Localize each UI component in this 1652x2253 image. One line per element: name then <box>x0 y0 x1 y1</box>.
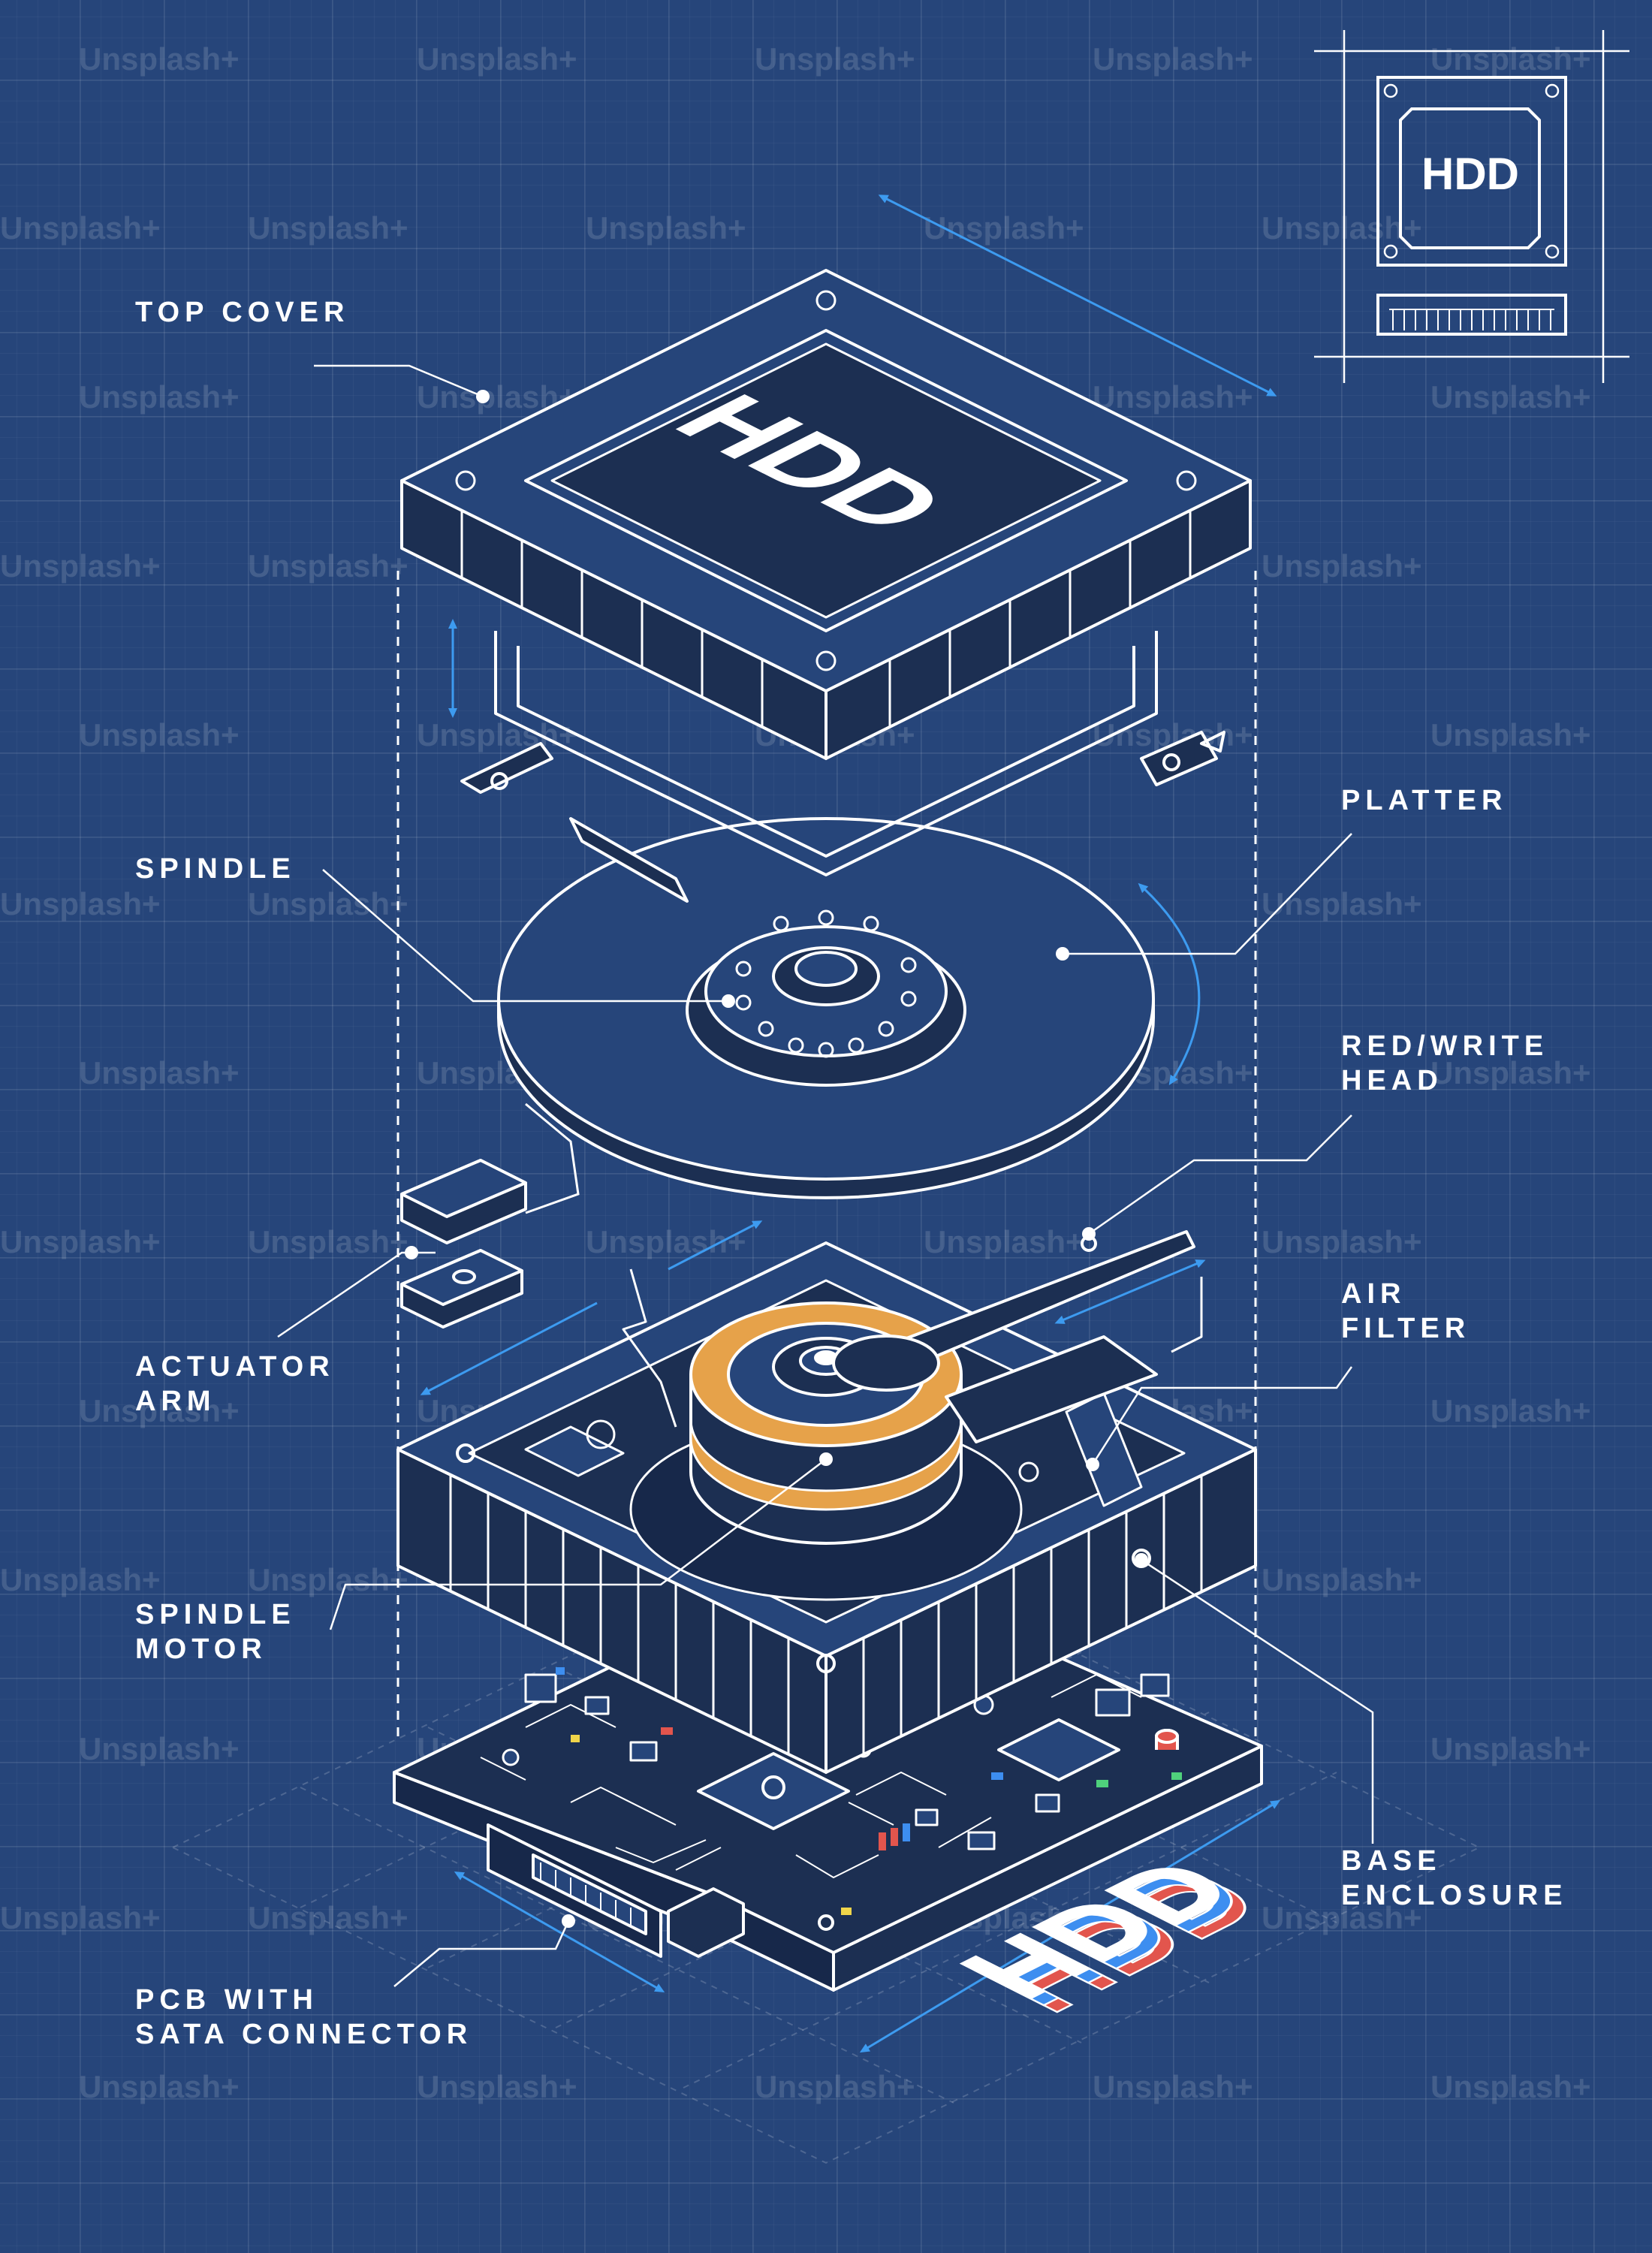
label-spindle-motor: SPINDLE MOTOR <box>135 1599 296 1665</box>
watermark-text: Unsplash+ <box>79 2069 240 2104</box>
gasket-frame <box>460 631 1225 903</box>
label-air-filter: AIR FILTER <box>1341 1278 1471 1344</box>
watermark-text: Unsplash+ <box>1430 717 1591 753</box>
label-spindle: SPINDLE <box>135 853 296 885</box>
watermark-text: Unsplash+ <box>0 1224 161 1259</box>
watermark-text: Unsplash+ <box>79 379 240 415</box>
label-read-write-head: RED/WRITE HEAD <box>1341 1030 1549 1096</box>
watermark-text: Unsplash+ <box>1430 41 1591 77</box>
watermark-text: Unsplash+ <box>1430 379 1591 415</box>
watermark-text: Unsplash+ <box>586 210 746 246</box>
leader-lines <box>277 364 1374 1987</box>
watermark-text: Unsplash+ <box>1262 1900 1422 1935</box>
watermark-text: Unsplash+ <box>0 548 161 584</box>
watermark-text: Unsplash+ <box>248 1224 408 1259</box>
watermark-text: Unsplash+ <box>1262 210 1422 246</box>
watermark-text: Unsplash+ <box>248 1562 408 1597</box>
dimension-arrows <box>420 195 1281 2053</box>
watermark-text: Unsplash+ <box>79 717 240 753</box>
watermark-text: Unsplash+ <box>1430 1055 1591 1090</box>
watermark-text: Unsplash+ <box>1430 1393 1591 1428</box>
top-cover: HDD <box>400 269 1252 760</box>
blueprint-thumbnail: HDD <box>1314 30 1629 383</box>
watermark-text: Unsplash+ <box>755 41 915 77</box>
watermark-text: Unsplash+ <box>79 41 240 77</box>
label-top-cover: TOP COVER <box>135 297 350 328</box>
watermark-text: Unsplash+ <box>1262 1562 1422 1597</box>
watermark-text: Unsplash+ <box>79 1393 240 1428</box>
watermark-text: Unsplash+ <box>755 2069 915 2104</box>
watermark-text: Unsplash+ <box>1262 548 1422 584</box>
watermark-text: Unsplash+ <box>248 548 408 584</box>
watermark-text: Unsplash+ <box>1430 1731 1591 1766</box>
actuator-arm-parts <box>400 1159 527 1329</box>
label-pcb: PCB WITH SATA CONNECTOR <box>135 1984 473 2050</box>
watermark-text: Unsplash+ <box>1093 2069 1253 2104</box>
spindle-hub <box>686 909 966 1087</box>
watermark-text: Unsplash+ <box>0 886 161 921</box>
watermark-text: Unsplash+ <box>0 1900 161 1935</box>
watermark-text: Unsplash+ <box>248 210 408 246</box>
watermark-text: Unsplash+ <box>1093 41 1253 77</box>
watermark-text: Unsplash+ <box>417 2069 577 2104</box>
watermark-text: Unsplash+ <box>924 1224 1084 1259</box>
label-base-enclosure: BASE ENCLOSURE <box>1341 1845 1568 1911</box>
watermark-text: Unsplash+ <box>79 1731 240 1766</box>
watermark-text: Unsplash+ <box>1430 2069 1591 2104</box>
watermark-text: Unsplash+ <box>248 1900 408 1935</box>
watermark-text: Unsplash+ <box>248 886 408 921</box>
label-actuator-arm: ACTUATOR ARM <box>135 1351 335 1417</box>
watermark-text: Unsplash+ <box>79 1055 240 1090</box>
watermark-text: Unsplash+ <box>0 1562 161 1597</box>
leader-dots <box>405 390 1148 1928</box>
watermark-text: Unsplash+ <box>1262 886 1422 921</box>
watermark-text: Unsplash+ <box>1262 1224 1422 1259</box>
thumbnail-hdd-text: HDD <box>1421 149 1519 199</box>
watermark-text: Unsplash+ <box>0 210 161 246</box>
watermark-text: Unsplash+ <box>417 41 577 77</box>
label-platter: PLATTER <box>1341 785 1508 816</box>
